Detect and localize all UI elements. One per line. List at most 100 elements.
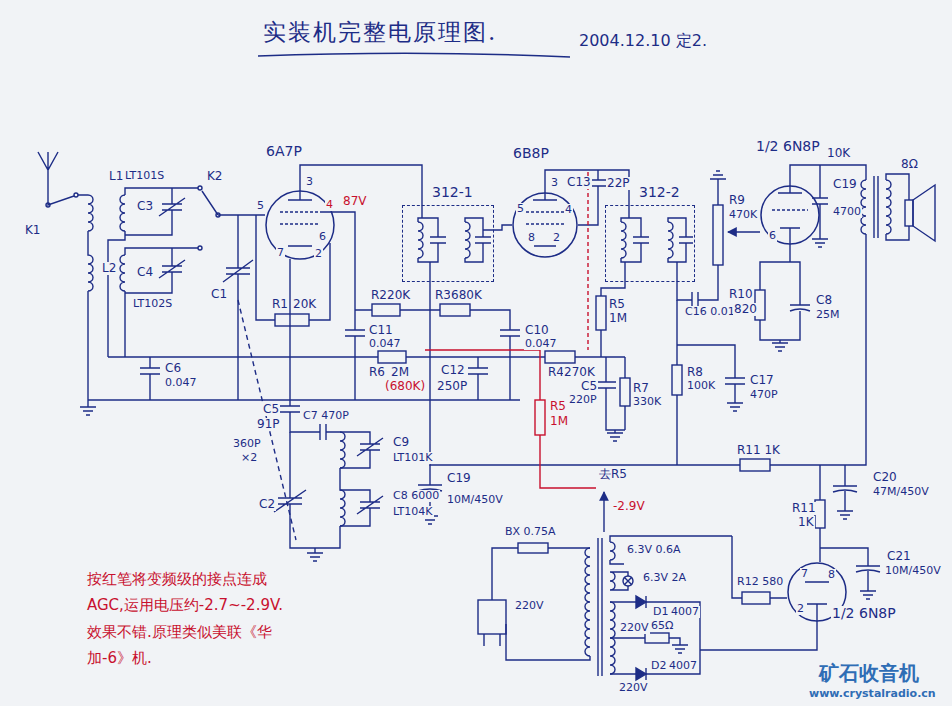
- agc-modification: [425, 350, 596, 488]
- antenna-symbol: [38, 152, 88, 205]
- pin-number: 5: [516, 203, 525, 215]
- resistor-symbol: [545, 351, 575, 363]
- resistor-symbol: [378, 351, 406, 363]
- resistor-symbol: [620, 378, 630, 406]
- part-label: C8: [815, 294, 833, 307]
- part-value: 65Ω: [650, 620, 674, 632]
- part-value: 25M: [815, 309, 841, 321]
- if-can-label: 312-1: [431, 185, 474, 200]
- ground-bus: [88, 399, 520, 400]
- diagram-title: 实装机完整电原理图.: [262, 20, 498, 45]
- part-label: C10: [524, 324, 550, 337]
- part-value: 1M: [608, 312, 628, 325]
- pin-number: 6: [318, 231, 327, 243]
- part-value: 0.047: [524, 338, 558, 350]
- capacitor-symbol: [692, 265, 718, 308]
- pin-number: 4: [564, 204, 573, 216]
- pin-number: 4: [325, 199, 334, 211]
- part-value: 360P: [232, 438, 262, 450]
- part-label: BX 0.75A: [504, 526, 557, 538]
- part-value: 20K: [386, 289, 411, 302]
- fuse-symbol: [518, 543, 548, 553]
- schematic-wiring: [38, 53, 935, 680]
- part-label: C7 470P: [302, 410, 350, 422]
- part-value: 91P: [256, 418, 281, 431]
- part-label: C17: [749, 374, 775, 387]
- screen-wiring: [320, 212, 520, 400]
- tube-envelope: [512, 192, 578, 258]
- part-label: L2: [101, 262, 117, 275]
- resistor-symbol: [275, 314, 309, 326]
- tube-type-label: 6A7P: [265, 144, 303, 159]
- part-value: 100K: [686, 380, 716, 392]
- part-value: 10K: [826, 147, 851, 160]
- pin-number: 2: [552, 232, 561, 244]
- part-label: C3: [136, 200, 154, 213]
- date-note: 2004.12.10 定2.: [578, 32, 708, 50]
- pin-number: 3: [550, 177, 559, 189]
- part-value: 220P: [568, 394, 598, 406]
- part-label: C11: [368, 324, 394, 337]
- plate-wiring: [790, 165, 866, 236]
- ground-symbol: [812, 236, 828, 247]
- leader-arrow: [603, 492, 604, 532]
- trimmer-capacitor: [340, 432, 383, 526]
- cathode-bias: [760, 245, 810, 340]
- callout-note: 去R5: [598, 468, 628, 481]
- resistor-symbol: [596, 296, 606, 330]
- part-label: K1: [24, 224, 42, 237]
- part-value: 10M/450V: [446, 494, 504, 506]
- if-can-label: 312-2: [638, 185, 681, 200]
- resistor-symbol: [440, 304, 470, 316]
- title-underline: [258, 53, 570, 57]
- part-label: K2: [206, 170, 224, 183]
- output-transformer: [861, 174, 909, 240]
- resistor-symbol: [740, 459, 770, 471]
- part-value: LT101K: [392, 452, 434, 464]
- pin-number: 2: [796, 603, 805, 615]
- part-label: C21: [886, 550, 912, 563]
- pin-number: 8: [527, 232, 536, 244]
- tube-type-label: 1/2 6N8P: [755, 139, 821, 154]
- ground-symbol: [710, 171, 726, 182]
- part-value: (680K): [384, 380, 426, 393]
- tube-type-label: 6B8P: [512, 146, 550, 161]
- variable-capacitor: [274, 432, 340, 550]
- part-label: C12: [440, 364, 466, 377]
- part-label: C19: [446, 472, 472, 485]
- volume-control: [718, 182, 760, 232]
- ground-symbol: [672, 642, 688, 653]
- part-value: 0.047: [164, 377, 198, 389]
- resistor-symbol: [672, 365, 682, 395]
- part-label: C19: [832, 178, 858, 191]
- winding-label: 6.3V 2A: [642, 572, 687, 584]
- part-label: C9: [392, 436, 410, 449]
- part-value: LT104K: [392, 506, 434, 518]
- part-value: 680K: [450, 289, 483, 302]
- watermark: www.crystalradio.cn: [808, 688, 937, 700]
- part-label: C2: [258, 498, 276, 511]
- part-value: 270K: [563, 366, 596, 379]
- part-label: C5: [580, 380, 598, 393]
- tube-envelope: [266, 191, 334, 259]
- pin-number: 3: [305, 176, 314, 188]
- tube-electrodes: [778, 185, 802, 245]
- part-label: C8 6000: [392, 490, 440, 502]
- agc-modification: [425, 172, 596, 488]
- part-value: 8Ω: [900, 158, 919, 171]
- schematic-wiring: [198, 246, 202, 250]
- pin-number: 5: [256, 200, 265, 212]
- schematic-wiring: [198, 186, 202, 190]
- tube-grids: [526, 212, 564, 224]
- part-value: 470K: [728, 209, 758, 221]
- power-transformer: [610, 536, 732, 590]
- part-value: 470P: [749, 389, 779, 401]
- filter-wiring: [820, 465, 880, 588]
- pin-number: 6: [768, 230, 777, 242]
- part-label: R8: [686, 366, 704, 379]
- part-label: R7: [632, 382, 650, 395]
- ground-symbol: [837, 508, 853, 519]
- ground-symbol: [772, 340, 788, 351]
- ground-symbol: [80, 404, 96, 415]
- pin-number: 7: [800, 568, 809, 580]
